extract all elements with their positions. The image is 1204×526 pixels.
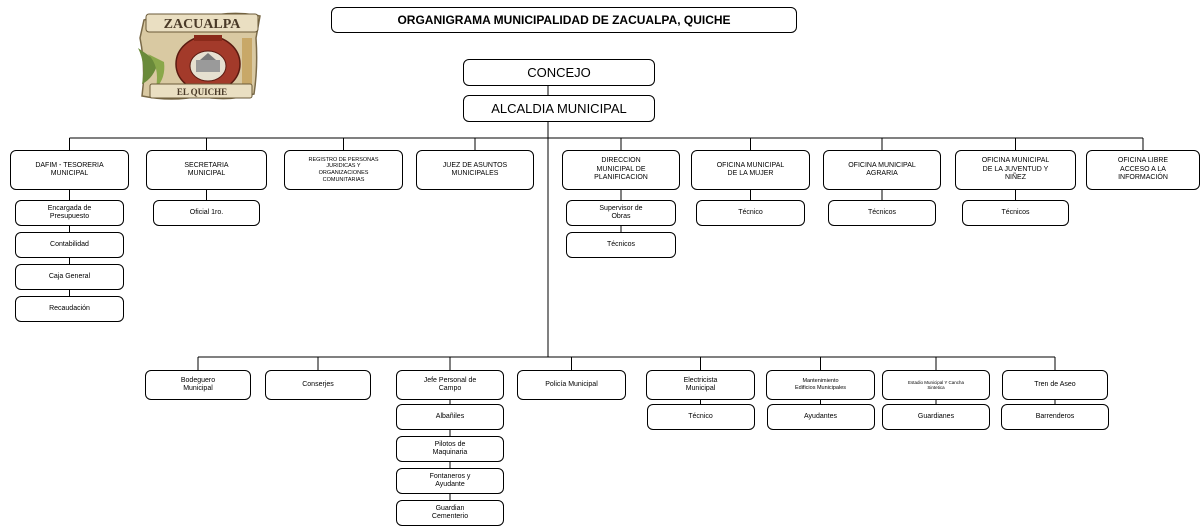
subunit-albaniles: Albañiles — [396, 404, 504, 430]
subunit-guardianes: Guardianes — [882, 404, 990, 430]
logo-bottom-text: EL QUICHE — [177, 87, 227, 97]
subunit-contabilidad: Contabilidad — [15, 232, 124, 258]
subunit-tecnico: Técnico — [696, 200, 805, 226]
subunit-tecnico: Técnico — [646, 404, 755, 430]
municipal-logo: ZACUALPA EL QUICHE — [132, 8, 267, 103]
subunit-tecnicos: Técnicos — [566, 232, 676, 258]
subunit-tecnicos: Técnicos — [828, 200, 936, 226]
subunit-ayudantes: Ayudantes — [766, 404, 875, 430]
subunit-oficial-1ro: Oficial 1ro. — [153, 200, 260, 226]
subunit-recaudacion: Recaudación — [15, 296, 124, 322]
logo-top-text: ZACUALPA — [164, 17, 242, 32]
page-title: ORGANIGRAMA MUNICIPALIDAD DE ZACUALPA, Q… — [331, 7, 797, 33]
subunit-barrenderos: Barrenderos — [1001, 404, 1109, 430]
subunit-tecnicos: Técnicos — [962, 200, 1069, 226]
op-tren-de-aseo: Tren de Aseo — [1002, 370, 1108, 400]
op-conserjes: Conserjes — [265, 370, 371, 400]
op-policia-municipal: Policía Municipal — [517, 370, 626, 400]
alcaldia-box: ALCALDIA MUNICIPAL — [463, 95, 655, 122]
subunit-caja-general: Caja General — [15, 264, 124, 290]
concejo-box: CONCEJO — [463, 59, 655, 86]
